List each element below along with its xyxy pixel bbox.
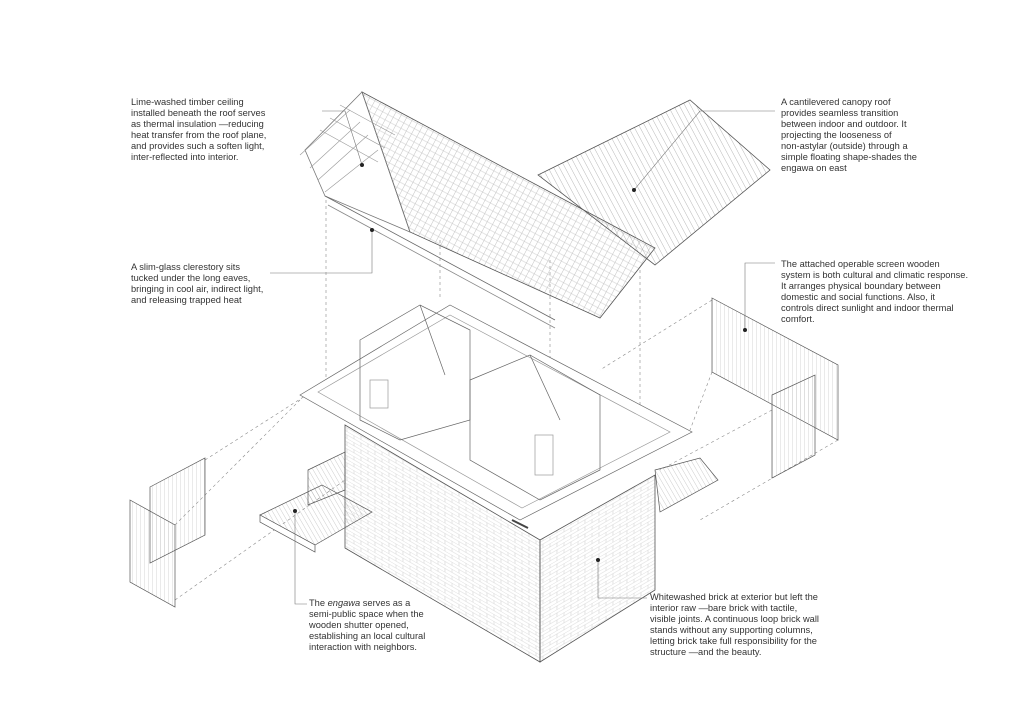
engawa-rest: serves as a semi-public space when the w… — [309, 598, 426, 652]
engawa-prefix: The — [309, 598, 328, 608]
engawa-decks — [259, 451, 719, 553]
leader-lines — [270, 110, 775, 605]
annotation-screen: The attached operable screen wooden syst… — [781, 259, 969, 324]
annotation-canopy: A cantilevered canopy roof provides seam… — [781, 97, 917, 173]
projection-lines — [174, 200, 839, 601]
canopy-roof — [537, 99, 771, 266]
callout-dots — [293, 163, 747, 562]
annotation-brick: Whitewashed brick at exterior but left t… — [650, 592, 819, 657]
engawa-term: engawa — [327, 598, 361, 608]
annotation-engawa: The engawa serves as a semi-public space… — [309, 598, 425, 653]
main-roof — [299, 91, 656, 329]
annotation-clerestory: A slim-glass clerestory sits tucked unde… — [131, 262, 264, 305]
brick-wall-base — [344, 424, 656, 663]
upper-floor-frame — [299, 304, 693, 521]
screen-panels — [129, 297, 839, 608]
annotation-ceiling: Lime-washed timber ceiling installed ben… — [131, 97, 267, 162]
